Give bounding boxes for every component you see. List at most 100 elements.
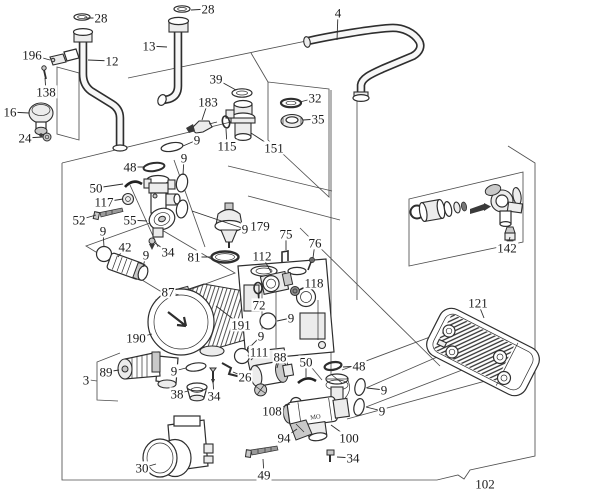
part-label-3: 3 [81, 372, 91, 388]
part-label-4: 4 [333, 5, 343, 21]
part-label-26: 26 [237, 369, 253, 385]
part-9-ring-e [259, 312, 277, 330]
part-9-gasket-i [353, 398, 365, 416]
part-76-screw [307, 257, 315, 271]
part-label-88: 88 [272, 349, 288, 365]
part-label-115: 115 [216, 138, 238, 154]
part-39-washer [231, 88, 253, 98]
part-label-39: 39 [208, 71, 224, 87]
part-label-196: 196 [21, 47, 43, 63]
part-label-50: 50 [88, 180, 104, 196]
part-151-valve [225, 99, 256, 142]
part-142-valve-inset [409, 184, 524, 247]
part-118-nut [290, 286, 300, 296]
casting-mark: MO [310, 413, 322, 421]
part-50-clip-b [297, 377, 317, 385]
part-label-112: 112 [251, 248, 273, 264]
part-81-oring [210, 250, 240, 264]
part-89-fitting [117, 351, 179, 389]
part-49-screw [244, 445, 279, 458]
part-24-nut [42, 132, 52, 142]
leader-line-9 [191, 210, 246, 230]
part-label-34: 34 [345, 450, 361, 466]
part-32-washer [279, 97, 303, 109]
part-label-34: 34 [206, 388, 222, 404]
part-34-plug-a [148, 237, 156, 250]
part-34-screw-c [326, 449, 335, 462]
part-label-9: 9 [141, 247, 151, 263]
part-label-111: 111 [248, 344, 270, 360]
part-9-ring-f [233, 347, 251, 365]
part-label-50: 50 [298, 354, 314, 370]
part-34-pin-b [209, 367, 217, 384]
part-label-42: 42 [117, 239, 133, 255]
part-label-49: 49 [256, 467, 272, 483]
part-50-clip-a [124, 180, 143, 188]
group-3-bracket [89, 352, 121, 402]
part-16-sensor [28, 102, 54, 137]
part-52-screw [92, 207, 124, 221]
part-9-gasket-b [175, 173, 189, 193]
part-196-clip [49, 48, 80, 66]
part-9-gasket-c [175, 199, 189, 219]
part-label-34: 34 [160, 244, 176, 260]
part-88-valve [249, 360, 295, 397]
part-30-motor [142, 415, 214, 478]
part-label-151: 151 [263, 140, 285, 156]
part-label-9: 9 [98, 223, 108, 239]
part-121-heat-exchanger [426, 307, 540, 397]
part-48-gasket-a [142, 161, 166, 173]
part-label-9: 9 [256, 328, 266, 344]
part-label-191: 191 [230, 317, 252, 333]
part-label-138: 138 [35, 84, 57, 100]
part-label-76: 76 [307, 235, 323, 251]
part-label-35: 35 [310, 111, 326, 127]
part-label-94: 94 [276, 430, 292, 446]
part-label-100: 100 [338, 430, 360, 446]
part-label-72: 72 [251, 297, 267, 313]
part-label-81: 81 [186, 249, 202, 265]
part-label-190: 190 [125, 330, 147, 346]
part-label-9: 9 [286, 310, 296, 326]
part-label-9: 9 [379, 382, 389, 398]
part-35-nut [280, 113, 304, 129]
part-9-gasket-d [137, 265, 149, 281]
part-138-screw [41, 65, 47, 80]
part-label-16: 16 [2, 104, 18, 120]
part-9-gasket-g [185, 362, 207, 372]
part-112-flow-switch [259, 270, 294, 295]
part-label-9: 9 [240, 221, 250, 237]
part-4-pipe [303, 23, 425, 102]
part-label-13: 13 [141, 38, 157, 54]
part-label-108: 108 [261, 403, 283, 419]
part-label-28: 28 [200, 1, 216, 17]
part-label-117: 117 [93, 194, 115, 210]
part-label-121: 121 [467, 295, 489, 311]
part-label-142: 142 [496, 240, 518, 256]
part-38-cup [186, 382, 208, 402]
part-label-32: 32 [307, 90, 323, 106]
part-label-118: 118 [303, 275, 325, 291]
part-label-89: 89 [98, 364, 114, 380]
part-label-48: 48 [122, 159, 138, 175]
part-28-washer-b [173, 5, 191, 13]
part-9-gasket-h [354, 378, 366, 396]
part-label-12: 12 [104, 53, 120, 69]
part-label-9: 9 [377, 403, 387, 419]
part-115-oring [221, 115, 231, 129]
part-label-55: 55 [122, 212, 138, 228]
part-100-valve-body: MO [282, 396, 350, 442]
part-label-87: 87 [160, 284, 176, 300]
part-label-183: 183 [197, 94, 219, 110]
part-label-28: 28 [93, 10, 109, 26]
part-label-24: 24 [17, 130, 33, 146]
part-75-clip [281, 250, 289, 262]
part-183-sensor [186, 120, 218, 134]
part-label-9: 9 [179, 150, 189, 166]
part-48-gasket-b [323, 360, 343, 372]
part-72-oring [253, 281, 263, 295]
part-28-washer-a [73, 13, 91, 21]
part-label-9: 9 [192, 132, 202, 148]
part-label-48: 48 [351, 358, 367, 374]
